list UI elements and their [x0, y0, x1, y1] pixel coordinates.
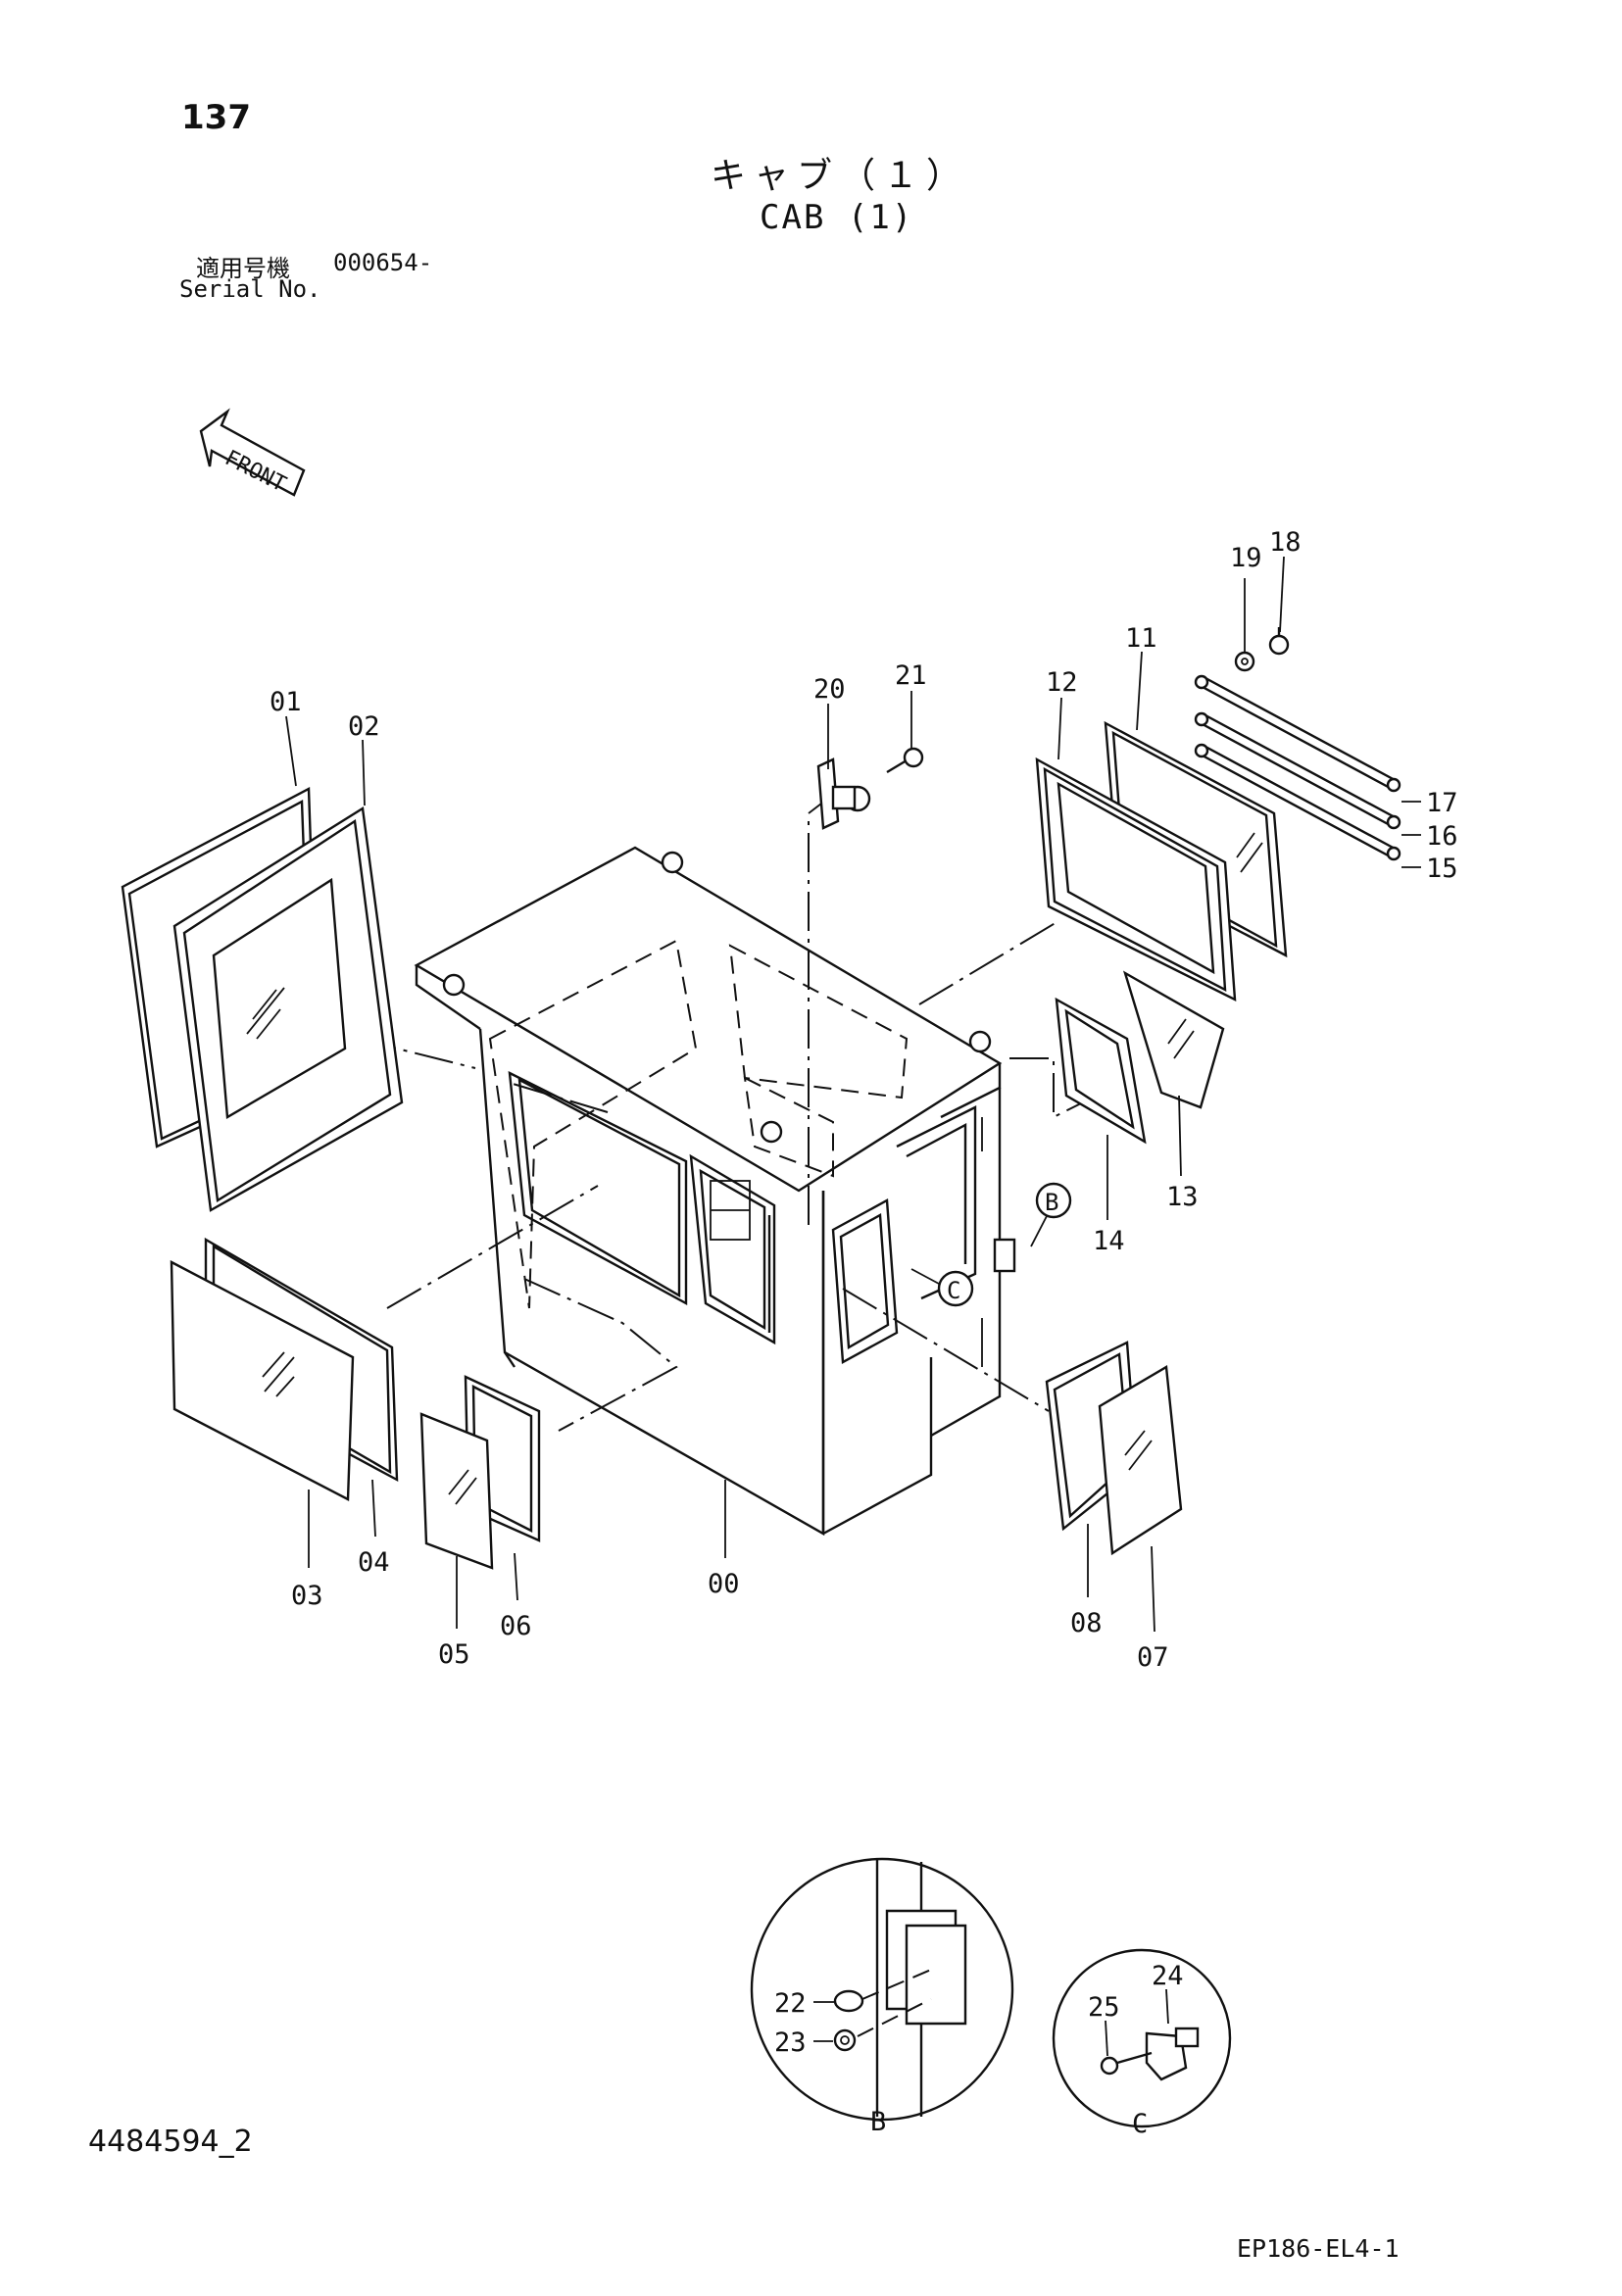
part-22-bulb-icon — [833, 1989, 864, 2013]
svg-text:B: B — [870, 2107, 886, 2137]
svg-text:B: B — [1045, 1189, 1058, 1216]
part-label-15: 15 — [1426, 854, 1458, 884]
part-label-14: 14 — [1093, 1226, 1125, 1256]
part-13-corner-glass — [1055, 970, 1225, 1145]
page-number: 137 — [181, 98, 251, 137]
cab-body — [414, 846, 1016, 1537]
part-label-12: 12 — [1046, 667, 1078, 698]
part-label-22: 22 — [774, 1988, 807, 2019]
part-label-05: 05 — [438, 1639, 470, 1670]
page-title-english: CAB (1) — [760, 198, 914, 237]
part-label-16: 16 — [1426, 821, 1458, 852]
part-label-02: 02 — [348, 711, 380, 742]
figure-reference-code: EP186-EL4-1 — [1237, 2234, 1400, 2263]
part-label-08: 08 — [1070, 1608, 1103, 1638]
part-07-front-glass — [1045, 1341, 1183, 1556]
part-label-04: 04 — [358, 1547, 390, 1578]
part-label-20: 20 — [813, 674, 846, 705]
svg-text:C: C — [1132, 2109, 1148, 2139]
part-23-grommet-icon — [833, 2028, 857, 2052]
part-label-06: 06 — [500, 1611, 532, 1641]
part-label-24: 24 — [1152, 1961, 1184, 1991]
part-20-latch — [816, 757, 871, 830]
part-01-rear-glass — [121, 787, 404, 1212]
part-label-19: 19 — [1230, 543, 1262, 573]
detail-b-view — [750, 1857, 1014, 2122]
part-21-screw — [886, 747, 924, 774]
part-18-bolt — [1268, 627, 1290, 656]
svg-text:C: C — [947, 1277, 960, 1304]
part-03-side-glass — [170, 1237, 399, 1501]
part-05-door-glass — [419, 1375, 541, 1570]
detail-c-view — [1052, 1948, 1232, 2128]
part-label-17: 17 — [1426, 788, 1458, 818]
part-label-00: 00 — [708, 1569, 740, 1599]
page-title-japanese: キャブ（１） — [711, 156, 970, 196]
detail-c-marker — [937, 1270, 974, 1307]
serial-label-english: Serial No. — [179, 275, 321, 303]
part-19-washer — [1234, 651, 1255, 672]
part-label-18: 18 — [1269, 527, 1302, 558]
detail-b-marker — [1035, 1182, 1072, 1219]
part-label-13: 13 — [1166, 1182, 1199, 1212]
part-label-03: 03 — [291, 1581, 323, 1611]
part-label-07: 07 — [1137, 1642, 1169, 1673]
document-id: 4484594_2 — [88, 2125, 253, 2159]
part-15-17-rods — [1194, 674, 1401, 861]
front-arrow-icon: FRONT — [199, 408, 306, 497]
serial-label-japanese: 適用号機 — [196, 255, 290, 282]
part-11-front-upper-glass — [1035, 720, 1288, 1002]
serial-number-value: 000654- — [333, 249, 433, 276]
part-label-21: 21 — [895, 660, 927, 691]
part-label-01: 01 — [270, 687, 302, 717]
part-label-23: 23 — [774, 2027, 807, 2058]
part-label-25: 25 — [1088, 1992, 1120, 2023]
part-label-11: 11 — [1125, 623, 1157, 654]
